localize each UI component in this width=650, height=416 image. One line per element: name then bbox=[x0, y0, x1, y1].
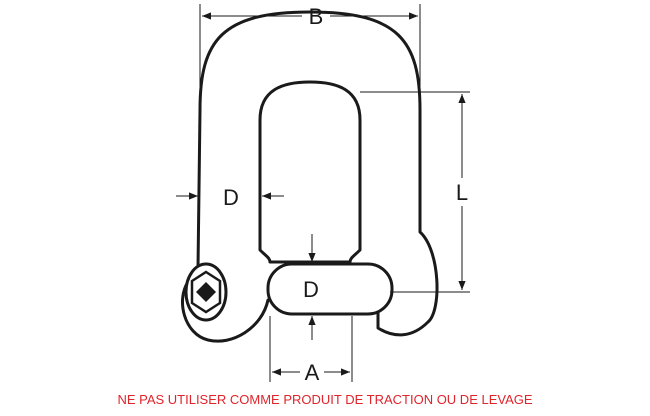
label-b: B bbox=[309, 4, 324, 29]
label-d-wire: D bbox=[223, 185, 239, 210]
label-a: A bbox=[305, 360, 320, 385]
shackle-inner-opening bbox=[258, 80, 362, 264]
dimension-d-pin: D bbox=[303, 234, 319, 340]
shackle-pin bbox=[266, 262, 394, 316]
hex-socket-inner-icon bbox=[196, 282, 216, 302]
warning-text: NE PAS UTILISER COMME PRODUIT DE TRACTIO… bbox=[117, 392, 533, 407]
dimension-l: L bbox=[360, 91, 470, 293]
label-l: L bbox=[456, 180, 468, 205]
dimension-a: A bbox=[269, 316, 353, 385]
dimension-d-wire: D bbox=[176, 185, 284, 210]
dimension-b: B bbox=[199, 4, 421, 100]
label-d-pin: D bbox=[303, 277, 319, 302]
